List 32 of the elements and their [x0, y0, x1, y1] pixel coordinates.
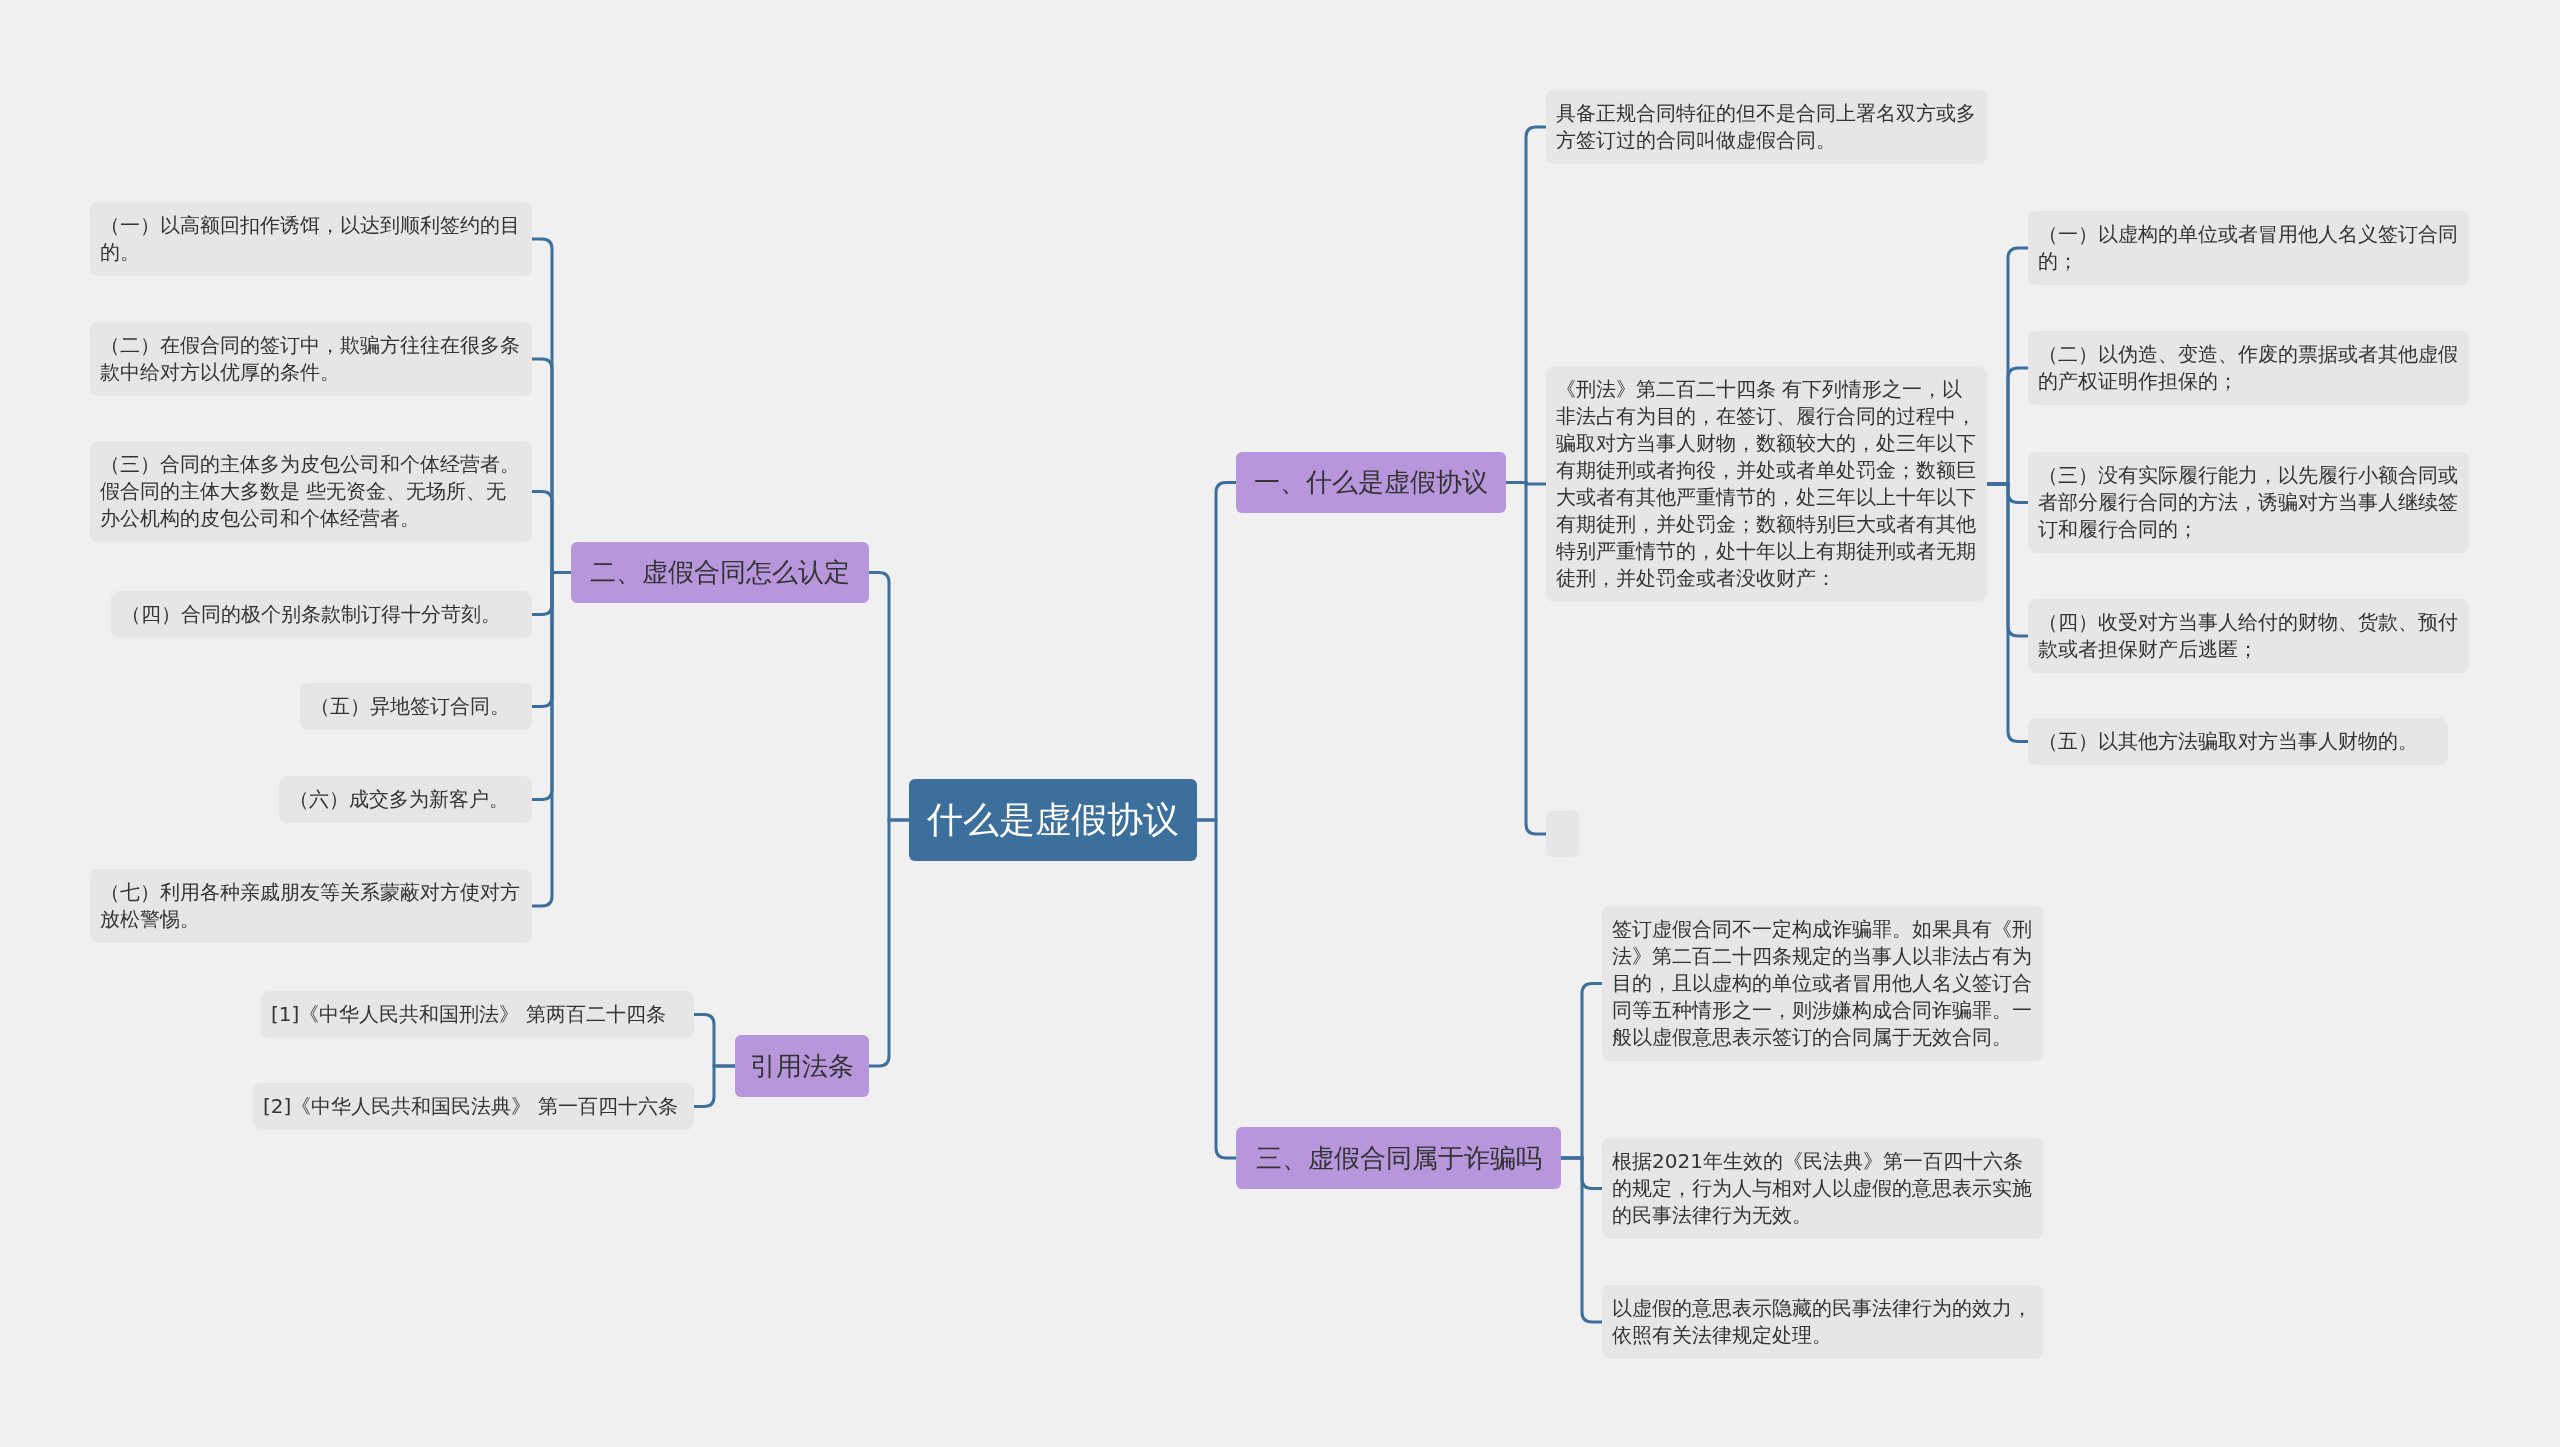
connector [869, 818, 909, 1068]
note-box: 签订虚假合同不一定构成诈骗罪。如果具有《刑法》第二百二十四条规定的当事人以非法占有为目的，且以虚构的单位或者冒用他人名义签订合同等五种情形之一，则涉嫌构成合同诈骗罪。一般以虚假意思表示签订的合同属于无效合同。 [1602, 906, 2043, 1061]
note-box: （五）以其他方法骗取对方当事人财物的。 [2028, 718, 2448, 765]
connector [1197, 818, 1236, 1160]
branch-topic: 二、虚假合同怎么认定 [571, 542, 869, 603]
connector [532, 571, 571, 908]
central-topic: 什么是虚假协议 [909, 779, 1197, 861]
note-box: [2]《中华人民共和国民法典》 第一百四十六条 [253, 1083, 694, 1130]
branch-topic: 一、什么是虚假协议 [1236, 452, 1506, 513]
connector [1987, 482, 2028, 743]
branch-topic: 三、虚假合同属于诈骗吗 [1236, 1127, 1561, 1189]
note-box: （一）以虚构的单位或者冒用他人名义签订合同的； [2028, 211, 2469, 285]
note-box: （三）没有实际履行能力，以先履行小额合同或者部分履行合同的方法，诱骗对方当事人继续签订和履行合同的； [2028, 452, 2469, 553]
connector [1506, 481, 1546, 836]
note-box: （二）以伪造、变造、作废的票据或者其他虚假的产权证明作担保的； [2028, 331, 2469, 405]
note-box: （一）以高额回扣作诱饵，以达到顺利签约的目的。 [90, 202, 532, 276]
note-box: 具备正规合同特征的但不是合同上署名双方或多方签订过的合同叫做虚假合同。 [1546, 90, 1987, 164]
note-box: （五）异地签订合同。 [300, 683, 532, 730]
note-box: （四）合同的极个别条款制订得十分苛刻。 [111, 591, 532, 638]
note-box: 以虚假的意思表示隐藏的民事法律行为的效力，依照有关法律规定处理。 [1602, 1285, 2043, 1359]
note-box: （七）利用各种亲戚朋友等关系蒙蔽对方使对方放松警惕。 [90, 869, 532, 943]
empty-box [1546, 811, 1579, 857]
note-box: （六）成交多为新客户。 [279, 776, 532, 823]
note-box: 根据2021年生效的《民法典》第一百四十六条的规定，行为人与相对人以虚假的意思表示实施的民事法律行为无效。 [1602, 1138, 2043, 1239]
note-box: [1]《中华人民共和国刑法》 第两百二十四条 [261, 991, 694, 1038]
connector [694, 1064, 735, 1108]
branch-topic: 引用法条 [735, 1035, 869, 1097]
note-box: （二）在假合同的签订中，欺骗方往往在很多条款中给对方以优厚的条件。 [90, 322, 532, 396]
note-box: （三）合同的主体多为皮包公司和个体经营者。假合同的主体大多数是 些无资金、无场所、无办公机构的皮包公司和个体经营者。 [90, 441, 532, 542]
note-box: （四）收受对方当事人给付的财物、货款、预付款或者担保财产后逃匿； [2028, 599, 2469, 673]
note-box: 《刑法》第二百二十四条 有下列情形之一，以非法占有为目的，在签订、履行合同的过程中，骗取对方当事人财物，数额较大的，处三年以下有期徒刑或者拘役，并处或者单处罚金；数额巨大或者有其他严重情节的，处三年以上十年以下有期徒刑，并处罚金；数额特别巨大或者有其他特别严重情节的，处十年以上有期徒刑或者无期徒刑，并处罚金或者没收财产： [1546, 366, 1987, 602]
connector [1561, 1156, 1602, 1324]
